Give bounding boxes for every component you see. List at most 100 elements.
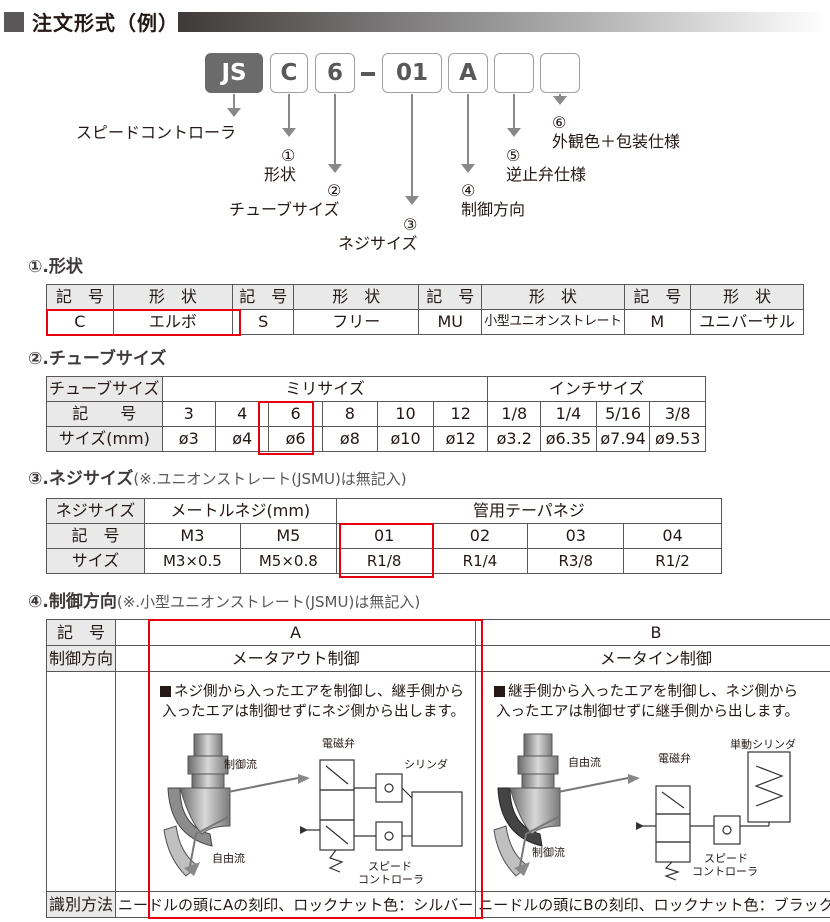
tube-code: 1/8: [487, 401, 542, 427]
tube-code: 5/16: [595, 401, 651, 427]
bullet-square-icon: [494, 686, 505, 697]
tube-size: ø10: [377, 426, 435, 452]
tube-size: ø12: [433, 426, 489, 452]
tube-size: ø8: [321, 426, 379, 452]
tube-group-mm: ミリサイズ: [161, 376, 489, 402]
thread-group-pipe: 管用テーパネジ: [335, 498, 723, 524]
section-4-note: (※.小型ユニオンストレート(JSMU)は無記入): [116, 593, 421, 611]
thread-group-metric: メートルネジ(mm): [143, 498, 337, 524]
tube-size: ø6.35: [540, 426, 597, 452]
thread-code: 04: [623, 523, 722, 549]
section-3-title: ③.ネジサイズ(※.ユニオンストレート(JSMU)は無記入): [28, 469, 407, 489]
shape-name: 小型ユニオンストレート: [481, 309, 625, 335]
code-box-color: [540, 53, 580, 93]
callout-3-label: ネジサイズ: [338, 234, 418, 253]
desc-a-line1: ネジ側から入ったエアを制御し、継手側から: [160, 682, 465, 702]
diag-a-free-flow: 自由流: [212, 852, 245, 865]
shape-header: 記 号: [232, 284, 295, 310]
diag-a-ctrl-flow: 制御流: [224, 758, 257, 771]
callout-5-label: 逆止弁仕様: [506, 165, 587, 184]
thread-size: R3/8: [527, 548, 625, 574]
thread-code: 02: [431, 523, 529, 549]
bullet-square-icon: [160, 686, 171, 697]
diag-b-speed1: スピード: [704, 852, 748, 865]
flow-arrows-b-icon: [519, 777, 629, 867]
thread-size: R1/8: [335, 548, 433, 574]
diagram-b: [493, 733, 791, 881]
shape-name: ユニバーサル: [690, 309, 804, 335]
desc-b-line2: 入ったエアは制御せずに継手側から出します。: [496, 704, 800, 720]
section-2-title: ②.チューブサイズ: [28, 349, 167, 369]
dir-blank-label: [45, 671, 117, 892]
code-box-tube: 6: [315, 53, 355, 93]
tube-size: ø6: [268, 426, 323, 452]
shape-header: 形 状: [112, 284, 234, 310]
section-1-title: ①.形状: [28, 257, 83, 277]
callout-3-num: ③: [403, 215, 418, 234]
tube-size: ø3: [161, 426, 216, 452]
circuit-b-icon: [636, 751, 791, 881]
tube-code: 8: [321, 401, 379, 427]
thread-code: M5: [239, 523, 337, 549]
code-box-check-valve: [494, 53, 534, 93]
tube-code-label: 記 号: [46, 401, 163, 427]
desc-a: ネジ側から入ったエアを制御し、継手側から 入ったエアは制御せずにネジ側から出しま…: [160, 682, 465, 722]
id-a: ニードルの頭にAの刻印、ロックナット色：シルバー: [115, 891, 477, 918]
thread-code: 03: [527, 523, 625, 549]
tube-code: 3/8: [649, 401, 706, 427]
callout-6-num: ⑥: [552, 113, 567, 132]
callout-2-label: チューブサイズ: [229, 200, 340, 219]
thread-code: M3: [143, 523, 241, 549]
dir-code-b: B: [475, 619, 830, 646]
thread-size-table: ネジサイズ メートルネジ(mm) 管用テーパネジ 記 号 M3 M5 01 02…: [46, 498, 723, 574]
shape-code: M: [623, 309, 692, 335]
shape-name: エルボ: [112, 309, 234, 335]
diag-b-cylinder: 単動シリンダ: [730, 738, 796, 751]
code-box-shape: C: [270, 53, 308, 93]
diag-b-speed2: コントローラ: [692, 865, 758, 878]
diag-a-speed2: コントローラ: [358, 873, 424, 886]
diag-a-solenoid: 電磁弁: [322, 737, 355, 750]
header-square-icon: [4, 12, 24, 32]
tube-size-table: チューブサイズ ミリサイズ インチサイズ 記 号 3 4 6 8 10 12 1…: [46, 376, 706, 452]
diag-a-cylinder: シリンダ: [404, 758, 448, 771]
thread-corner: ネジサイズ: [46, 498, 145, 524]
circuit-a-icon: [300, 759, 463, 873]
dir-code-label: 記 号: [45, 619, 117, 646]
thread-size-label: サイズ: [46, 548, 145, 574]
code-box-series: JS: [205, 53, 263, 93]
tube-size: ø7.94: [595, 426, 651, 452]
tube-code: 12: [433, 401, 489, 427]
code-box-thread: 01: [382, 53, 442, 93]
section-3-note: (※.ユニオンストレート(JSMU)は無記入): [133, 470, 407, 488]
shape-header: 形 状: [481, 284, 625, 310]
callout-1-label: 形状: [264, 165, 297, 184]
shape-code: S: [232, 309, 295, 335]
flow-arrows-a-icon: [189, 777, 299, 867]
tube-code: 4: [214, 401, 270, 427]
callout-6-label: 外観色＋包装仕様: [552, 132, 681, 151]
shape-header: 記 号: [623, 284, 692, 310]
diag-b-ctrl-flow: 制御流: [532, 846, 565, 859]
desc-a-line2: 入ったエアは制御せずにネジ側から出します。: [162, 704, 466, 720]
tube-code: 3: [161, 401, 216, 427]
shape-table: 記 号 形 状 記 号 形 状 記 号 形 状 記 号 形 状 C エルボ S …: [46, 284, 804, 335]
page-title: 注文形式（例）: [32, 11, 179, 35]
desc-b: 継手側から入ったエアを制御し、ネジ側から 入ったエアは制御せずに継手側から出しま…: [494, 682, 799, 722]
direction-table: 記 号 A B 制御方向 メータアウト制御 メータイン制御 識別方法 ニードルの…: [45, 619, 830, 918]
thread-size: R1/4: [431, 548, 529, 574]
dir-label: 制御方向: [45, 645, 117, 672]
tube-size: ø4: [214, 426, 270, 452]
code-box-direction: A: [448, 53, 488, 93]
tube-size: ø3.2: [487, 426, 542, 452]
diag-b-solenoid: 電磁弁: [658, 752, 691, 765]
thread-code-label: 記 号: [46, 523, 145, 549]
shape-code: MU: [418, 309, 483, 335]
thread-size: R1/2: [623, 548, 722, 574]
thread-size: M5×0.8: [239, 548, 337, 574]
code-dash: [361, 72, 375, 76]
id-label: 識別方法: [45, 891, 117, 918]
shape-header: 形 状: [293, 284, 420, 310]
thread-size: M3×0.5: [143, 548, 241, 574]
callout-5-num: ⑤: [506, 146, 521, 165]
